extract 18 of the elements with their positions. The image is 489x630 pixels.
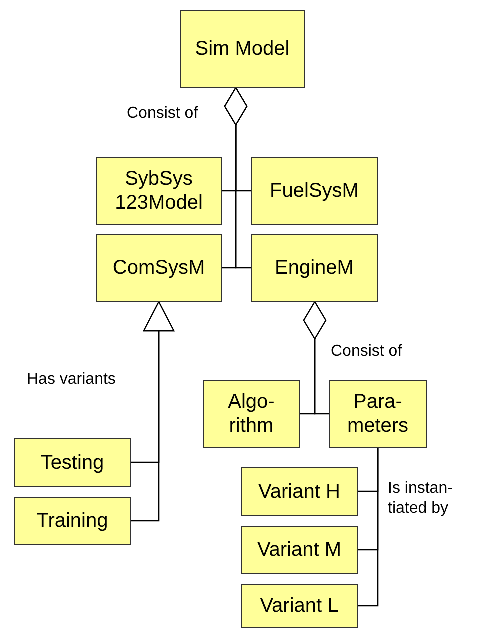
class-box: Variant H [241,467,358,516]
relation-label: Is instan-tiated by [388,479,454,519]
class-box: SybSys 123Model [96,157,222,225]
relation-label: Has variants [27,370,117,390]
class-box: Sim Model [180,10,305,88]
relation-label: Consist of [127,104,200,124]
class-box: Para-meters [329,380,427,448]
class-box: EngineM [251,234,378,302]
class-box: Training [14,497,131,545]
class-box: Algo-rithm [203,380,300,448]
class-box: Variant M [241,526,358,574]
relation-label: Consist of [331,342,404,362]
class-box: Testing [14,438,131,487]
connector [358,448,379,607]
generalization-arrow [131,301,175,522]
class-box: FuelSysM [251,157,378,225]
class-box: ComSysM [96,234,222,302]
class-box: Variant L [241,584,358,628]
